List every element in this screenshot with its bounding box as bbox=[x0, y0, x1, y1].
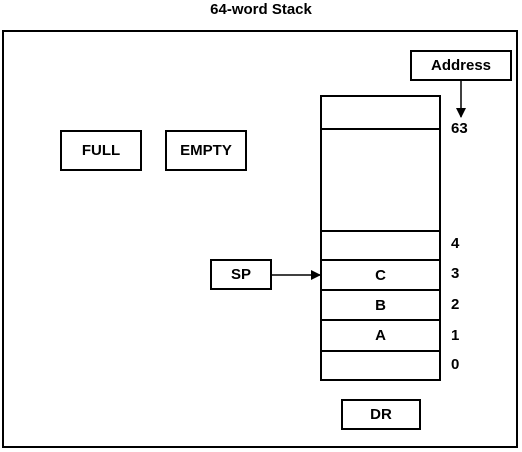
address-label-0: 0 bbox=[451, 356, 460, 373]
empty-flag-box: EMPTY bbox=[165, 130, 247, 171]
full-flag-box: FULL bbox=[60, 130, 142, 171]
address-label-4: 4 bbox=[451, 235, 460, 252]
stack-cell-0 bbox=[320, 350, 441, 381]
dr-box: DR bbox=[341, 399, 421, 430]
address-label-1: 1 bbox=[451, 327, 460, 344]
stack-cell-3: C bbox=[320, 259, 441, 291]
address-box: Address bbox=[410, 50, 512, 81]
diagram-title: 64-word Stack bbox=[210, 1, 312, 18]
diagram-frame bbox=[2, 30, 518, 448]
address-label-3: 3 bbox=[451, 265, 460, 282]
address-label-63: 63 bbox=[451, 120, 468, 137]
address-label-2: 2 bbox=[451, 296, 460, 313]
sp-box: SP bbox=[210, 259, 272, 290]
stack-cell-middle bbox=[320, 128, 441, 232]
